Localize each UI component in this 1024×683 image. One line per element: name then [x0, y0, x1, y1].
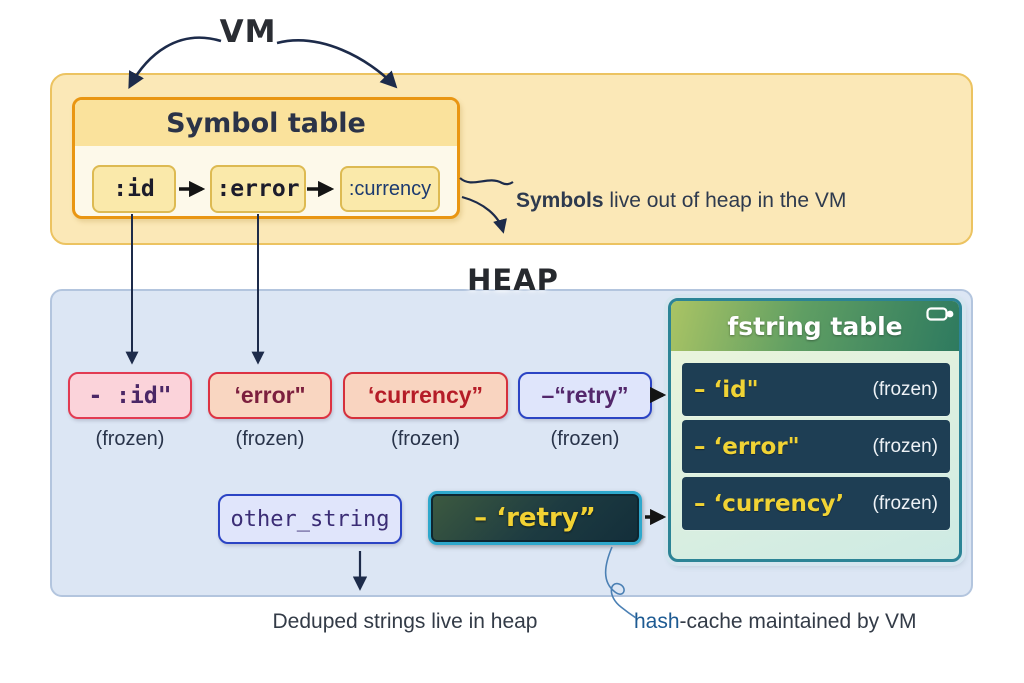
fstring-row-error-frozen: (frozen) [872, 435, 938, 457]
heap-string-error: ‘error" [208, 372, 332, 419]
retry-cache-box: – ‘retry” [428, 491, 642, 545]
fstring-row-currency-value: – ‘currency’ [694, 490, 845, 517]
frozen-label-error: (frozen) [235, 428, 305, 450]
vm-label: VM [219, 14, 277, 50]
battery-icon [926, 307, 954, 321]
fstring-row-currency: – ‘currency’ (frozen) [682, 477, 950, 530]
symbol-error: :error [210, 165, 306, 213]
caption-deduped: Deduped strings live in heap [272, 610, 538, 633]
frozen-label-currency: (frozen) [391, 428, 460, 450]
fstring-row-id-frozen: (frozen) [872, 378, 938, 400]
heap-string-id: - :id" [68, 372, 192, 419]
heap-string-currency: ‘currency” [343, 372, 508, 419]
heap-string-retry: –“retry” [518, 372, 652, 419]
fstring-row-id-value: – ‘id" [694, 376, 759, 403]
symbol-table-title: Symbol table [75, 100, 457, 146]
frozen-label-id: (frozen) [95, 428, 165, 450]
fstring-row-currency-frozen: (frozen) [872, 492, 938, 514]
fstring-table-title: fstring table [671, 301, 959, 351]
fstring-row-id: – ‘id" (frozen) [682, 363, 950, 416]
caption-hash-cache: hash-cache maintained by VM [634, 610, 917, 634]
symbol-id: :id [92, 165, 176, 213]
fstring-row-error-value: – ‘error" [694, 433, 800, 460]
other-string-box: other_string [218, 494, 402, 544]
symbols-note-rest: live out of heap in the VM [603, 189, 847, 212]
symbols-note-bold: Symbols [516, 189, 604, 212]
heap-label: HEAP [467, 263, 559, 297]
caption-hash-rest: -cache maintained by VM [679, 610, 917, 633]
fstring-row-error: – ‘error" (frozen) [682, 420, 950, 473]
symbols-note: Symbols live out of heap in the VM [516, 189, 846, 213]
symbol-currency: :currency [340, 166, 440, 212]
frozen-label-retry: (frozen) [550, 428, 620, 450]
caption-hash-blue: hash [634, 610, 680, 633]
